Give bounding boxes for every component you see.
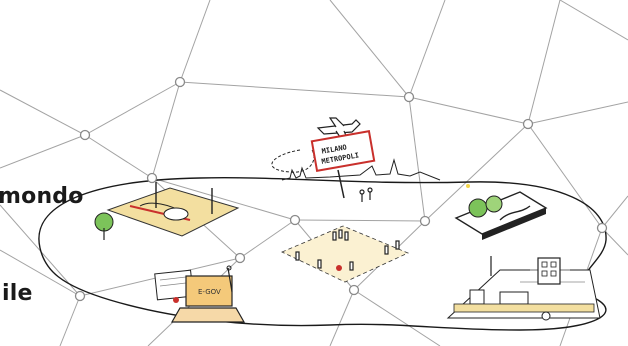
left-text-line-2: ile xyxy=(2,283,33,305)
milano-metropoli-sign: MILANO METROPOLI xyxy=(312,131,374,202)
park-icon xyxy=(456,184,546,240)
plaza-people-icon xyxy=(282,226,408,282)
airport-field-icon xyxy=(95,182,238,240)
left-text-line-1: mondo xyxy=(0,186,84,208)
city-buildings-icon xyxy=(448,256,600,320)
laptop-label: E-GOV xyxy=(198,288,221,296)
